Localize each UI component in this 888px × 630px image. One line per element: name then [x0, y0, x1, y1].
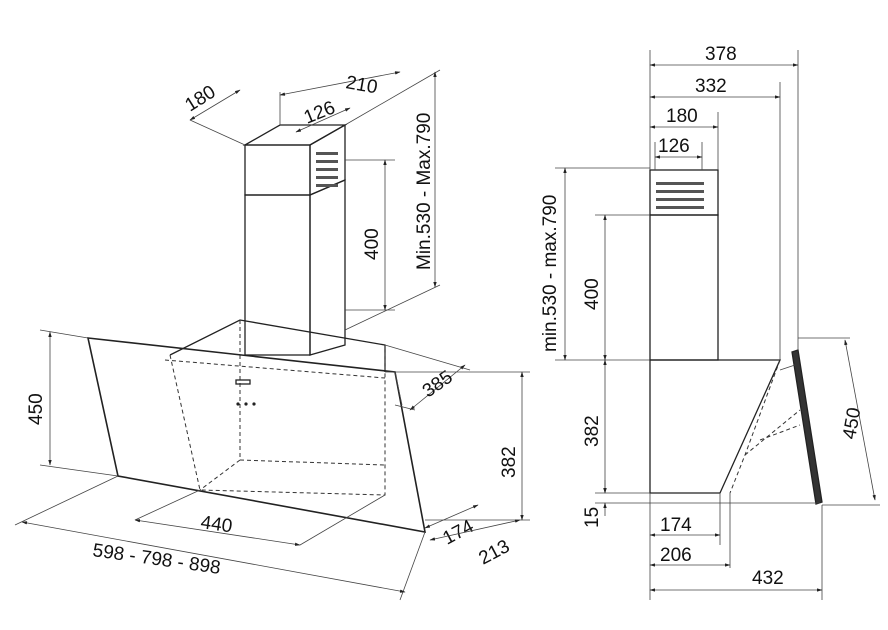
side-dim-382: 382 — [582, 415, 603, 447]
side-dim-450: 450 — [839, 406, 865, 441]
dim-174: 174 — [439, 516, 477, 550]
side-dim-min530-max790: min.530 - max.790 — [540, 195, 561, 352]
dim-180: 180 — [182, 82, 220, 117]
chimney — [242, 123, 348, 356]
dim-400: 400 — [362, 228, 383, 260]
dim-440: 440 — [199, 512, 233, 537]
side-dim-332: 332 — [695, 76, 727, 97]
front-view: 180 210 126 400 Min.530 - Max.790 450 38… — [14, 69, 530, 601]
side-chimney — [649, 169, 719, 361]
side-chimney-grill — [656, 182, 704, 209]
side-dim-206: 206 — [660, 545, 692, 566]
dim-598-798-898: 598 - 798 - 898 — [91, 540, 222, 579]
side-dim-378: 378 — [705, 44, 737, 65]
dim-126: 126 — [301, 97, 338, 128]
side-dim-126: 126 — [658, 136, 690, 157]
side-dim-174: 174 — [660, 515, 692, 536]
side-glass-panel — [791, 349, 823, 505]
side-dim-400: 400 — [582, 278, 603, 310]
side-dim-15: 15 — [582, 507, 603, 528]
dim-210: 210 — [344, 72, 379, 98]
hood-body — [164, 319, 386, 496]
dim-min530-max790: Min.530 - Max.790 — [414, 113, 435, 270]
side-dim-432: 432 — [752, 568, 784, 589]
side-hood-body — [649, 359, 782, 494]
dim-450: 450 — [26, 393, 47, 425]
dim-213: 213 — [475, 536, 513, 569]
chimney-grill — [316, 152, 338, 187]
side-view: 378 332 180 126 min.530 - max.790 400 38… — [540, 44, 880, 600]
dim-382: 382 — [499, 446, 520, 478]
side-dim-180: 180 — [666, 106, 698, 127]
